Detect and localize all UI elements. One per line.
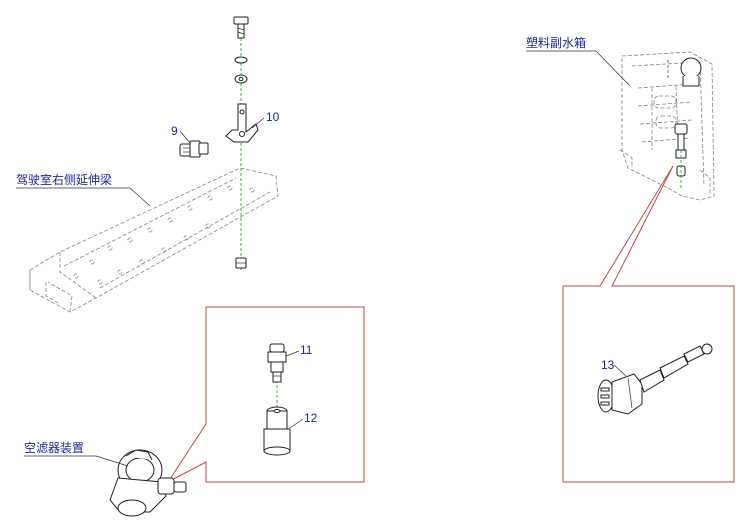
callout-13: 13 <box>601 358 615 372</box>
callout-leader-9 <box>179 130 191 144</box>
callout-12: 12 <box>304 411 318 425</box>
label-plastic-tank: 塑料副水箱 <box>526 35 586 50</box>
nut <box>235 257 247 269</box>
callout-11: 11 <box>300 343 313 357</box>
bolt <box>233 16 249 39</box>
callout-leader-13 <box>613 364 627 377</box>
tank-cap <box>680 57 702 79</box>
callout-9: 9 <box>171 124 178 138</box>
air-filter-assembly <box>109 449 187 517</box>
detail-frame-right <box>562 165 735 483</box>
tank-level-sensor <box>674 123 688 190</box>
sensor-part-9 <box>179 140 209 158</box>
sensor-part-11 <box>267 343 287 383</box>
label-extension-beam: 驾驶室右侧延伸梁 <box>16 172 112 187</box>
callout-leader-11 <box>285 350 300 357</box>
bracket-part-10 <box>225 103 259 143</box>
extension-beam-outline <box>29 167 279 313</box>
callout-leader-10 <box>251 117 265 129</box>
detail-frame-center <box>166 306 365 484</box>
plastic-auxiliary-tank <box>619 51 715 201</box>
washer <box>234 56 248 64</box>
label-air-filter: 空滤器装置 <box>24 441 84 455</box>
callout-leader-12 <box>289 418 304 429</box>
adapter-part-12 <box>263 406 291 456</box>
temperature-sensor-part-13 <box>597 343 713 415</box>
callout-10: 10 <box>266 110 280 124</box>
